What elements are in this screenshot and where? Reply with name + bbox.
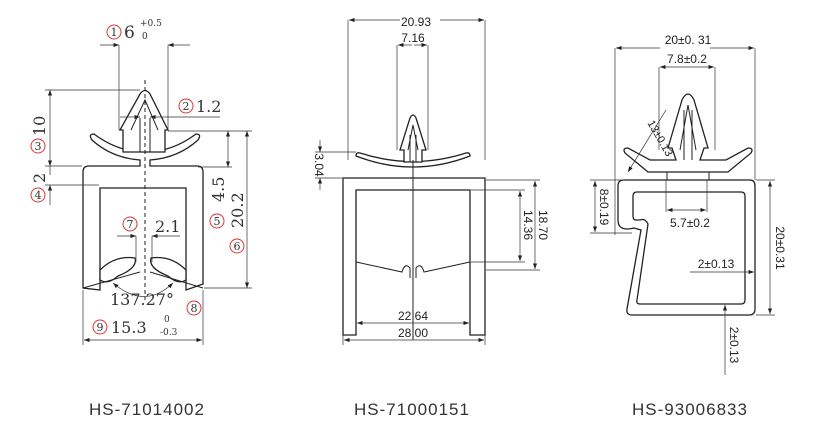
part-outline	[342, 114, 486, 340]
dimension-lines	[45, 42, 252, 345]
callout-1: 1	[111, 26, 118, 39]
callout-3: 3	[35, 140, 42, 153]
dimension-lines	[590, 45, 775, 375]
dim-inner-width: 22.64	[398, 309, 428, 323]
dim-1-tol-lower: 0	[142, 32, 148, 42]
callout-2: 2	[183, 100, 190, 113]
dim-7-value: 2.1	[155, 217, 180, 236]
dimension-labels: 20.93 7.16 3.04 18.70 14.36 22.64 28.00	[312, 15, 550, 340]
callout-9: 9	[97, 321, 104, 334]
part-code-1: HS-71014002	[89, 400, 205, 419]
dim-2-value: 1.2	[196, 97, 221, 116]
drawing-hs-71014002: 1 6 +0.5 0 2 1.2 3 10 4 2 5 4.5 6 20.2 7…	[30, 19, 252, 345]
dim-outer-width: 28.00	[398, 326, 428, 340]
dim-6-value: 20.2	[228, 192, 247, 228]
drawing-hs-93006833: 20±0. 31 7.8±0.2 13±0.13 8±0.19 5.7±0.2 …	[590, 33, 787, 375]
dimension-lines	[315, 17, 540, 345]
dim-5-value: 4.5	[209, 177, 228, 202]
dim-wall-thickness: 2±0.13	[698, 257, 735, 271]
part-outline	[617, 93, 756, 316]
dim-9-tol-upper: 0	[164, 315, 170, 325]
drawing-hs-71000151: 20.93 7.16 3.04 18.70 14.36 22.64 28.00	[312, 15, 550, 345]
callouts: 1 6 +0.5 0 2 1.2 3 10 4 2 5 4.5 6 20.2 7…	[30, 19, 247, 338]
callout-5: 5	[214, 215, 221, 228]
callout-8: 8	[191, 302, 198, 315]
callout-6: 6	[234, 240, 241, 253]
dim-3-value: 10	[30, 116, 49, 136]
dim-9-tol-lower: -0.3	[160, 328, 178, 338]
dim-slot-height: 8±0.19	[597, 189, 611, 226]
dim-1-tol-upper: +0.5	[140, 19, 162, 29]
callout-7: 7	[127, 218, 134, 231]
dim-8-value: 137.27°	[110, 290, 174, 309]
dim-bottom-thickness: 2±0.13	[727, 327, 741, 364]
callout-4: 4	[35, 189, 42, 202]
dim-outer-height: 18.70	[536, 210, 550, 240]
dim-overall-height: 20±0.31	[773, 226, 787, 270]
dim-inner-height: 14.36	[521, 210, 535, 240]
dim-9-value: 15.3	[111, 318, 147, 337]
dim-wing-height: 3.04	[312, 153, 326, 177]
dim-tip-width: 7.16	[401, 31, 425, 45]
part-code-2: HS-71000151	[354, 400, 470, 419]
dim-overall-width: 20±0. 31	[665, 33, 712, 47]
part-code-3: HS-93006833	[632, 400, 748, 419]
part-outline	[82, 80, 204, 300]
dim-4-value: 2	[30, 173, 49, 183]
dim-neck-width: 5.7±0.2	[670, 216, 710, 230]
dim-1-value: 6	[124, 23, 135, 43]
dim-tip-width: 7.8±0.2	[667, 52, 707, 66]
dim-top-width: 20.93	[401, 15, 431, 29]
